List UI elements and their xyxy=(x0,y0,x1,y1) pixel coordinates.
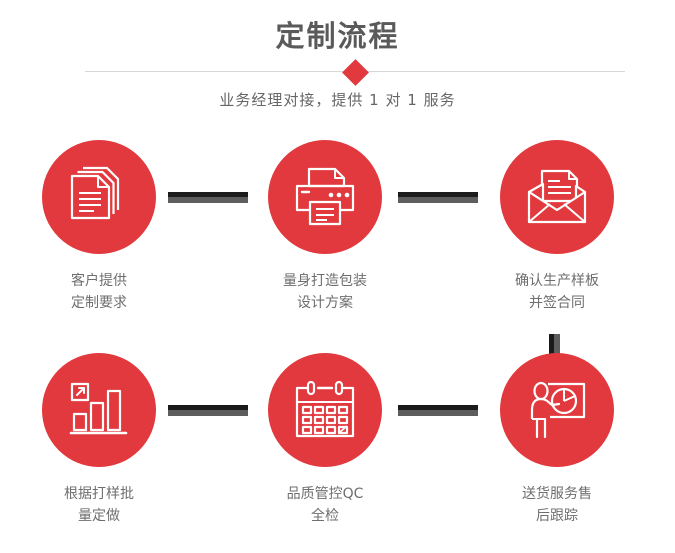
flow-step-4-label: 根据打样批 量定做 xyxy=(64,486,134,524)
flow-step-3-label: 确认生产样板 并签合同 xyxy=(515,273,599,311)
presenter-chart-icon xyxy=(500,353,614,467)
header-section: 定制流程 业务经理对接，提供 1 对 1 服务 xyxy=(0,0,675,130)
connector-bar-light xyxy=(398,197,478,203)
bar-chart-growth-icon xyxy=(42,353,156,467)
flow-step-6[interactable]: 送货服务售 后跟踪 xyxy=(462,353,652,553)
connector-bar-dark xyxy=(168,405,248,410)
connector-bar-light xyxy=(398,410,478,416)
connector-bar-dark xyxy=(398,192,478,197)
page-subtitle: 业务经理对接，提供 1 对 1 服务 xyxy=(219,91,456,109)
flow-step-5-label: 品质管控QC 全检 xyxy=(286,486,364,524)
connector-2-3 xyxy=(398,192,478,203)
connector-bar-dark xyxy=(398,405,478,410)
connector-bar-dark xyxy=(168,192,248,197)
page-title: 定制流程 xyxy=(275,19,400,53)
diamond-icon xyxy=(341,58,369,86)
printer-icon xyxy=(268,140,382,254)
documents-stack-icon xyxy=(42,140,156,254)
flow-row-top: 客户提供 定制要求 量身打造包装 设计方案 xyxy=(0,140,675,340)
flow-step-5[interactable]: 品质管控QC 全检 xyxy=(230,353,420,553)
flow-step-2[interactable]: 量身打造包装 设计方案 xyxy=(230,140,420,340)
flow-row-bottom: 根据打样批 量定做 xyxy=(0,353,675,553)
flow-step-2-label: 量身打造包装 设计方案 xyxy=(283,273,367,311)
calendar-check-icon xyxy=(268,353,382,467)
process-flow: 客户提供 定制要求 量身打造包装 设计方案 xyxy=(0,140,675,550)
flow-step-1-label: 客户提供 定制要求 xyxy=(71,273,127,311)
connector-4-5 xyxy=(168,405,248,416)
connector-bar-light xyxy=(168,197,248,203)
connector-5-6 xyxy=(398,405,478,416)
flow-step-3[interactable]: 确认生产样板 并签合同 xyxy=(462,140,652,340)
connector-1-2 xyxy=(168,192,248,203)
flow-step-6-label: 送货服务售 后跟踪 xyxy=(522,486,592,524)
flow-step-1[interactable]: 客户提供 定制要求 xyxy=(4,140,194,340)
divider xyxy=(85,58,625,86)
connector-bar-light xyxy=(168,410,248,416)
flow-step-4[interactable]: 根据打样批 量定做 xyxy=(4,353,194,553)
envelope-letter-icon xyxy=(500,140,614,254)
